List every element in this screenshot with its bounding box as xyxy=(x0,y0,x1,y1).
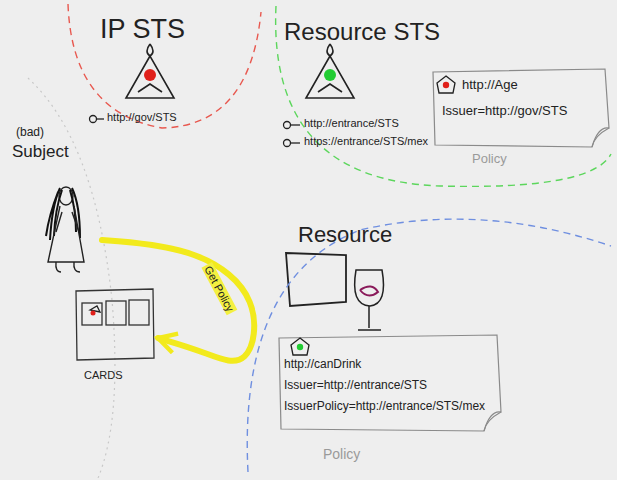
region-border xyxy=(247,219,611,472)
endpoint-url: https://entrance/STS/mex xyxy=(304,135,428,148)
policy-issuer: Issuer=http://gov/STS xyxy=(442,104,567,119)
region-border xyxy=(276,6,611,186)
note-curl xyxy=(592,128,609,147)
note-curl xyxy=(484,412,501,431)
claim-dot xyxy=(297,344,303,350)
issuer-policy: IssuerPolicy=http://entrance/STS/mex xyxy=(284,400,485,414)
region-title: Resource STS xyxy=(284,18,440,46)
trust-region: IP STS http://gov/STS xyxy=(62,4,267,136)
note-caption: Policy xyxy=(472,152,507,167)
sts-icon xyxy=(126,44,174,98)
person-figure xyxy=(46,187,84,272)
policy-note: http://canDrinkIssuer=http://entrance/ST… xyxy=(278,334,502,464)
store-label: CARDS xyxy=(84,369,123,382)
wine-glass xyxy=(355,270,384,330)
flow-arrow xyxy=(102,240,254,361)
note-border xyxy=(279,335,501,431)
policy-issuer: Issuer=http://entrance/STS xyxy=(284,379,427,393)
cards-symbol xyxy=(76,289,154,360)
claim-icon xyxy=(291,338,309,355)
endpoint-symbol xyxy=(90,116,105,123)
claim-dot xyxy=(443,82,449,88)
claim-type: http://canDrink xyxy=(284,358,361,372)
note-caption: Policy xyxy=(323,446,360,462)
actor-qualifier: (bad) xyxy=(16,126,44,140)
region-title: Resource xyxy=(298,222,392,247)
sts-icon xyxy=(306,44,354,98)
note-border xyxy=(433,69,609,147)
resource-picture xyxy=(286,253,346,306)
region-title: IP STS xyxy=(100,14,185,45)
trust-region: Resource http://canDrinkIssuer=http://ent… xyxy=(240,208,615,476)
policy-note: http://AgeIssuer=http://gov/STS Policy xyxy=(432,68,610,169)
subject-actor: (bad) Subject xyxy=(10,122,102,282)
card-store: CARDS xyxy=(72,287,158,387)
actor-name: Subject xyxy=(12,142,69,162)
region-border xyxy=(68,4,261,128)
claim-icon xyxy=(437,76,455,93)
claim-type: http://Age xyxy=(462,78,518,93)
trust-region: Resource STS http://entrance/STS https://e… xyxy=(270,4,615,192)
endpoint-symbol xyxy=(284,122,301,147)
endpoint-url: http://entrance/STS xyxy=(304,117,399,130)
endpoint-url: http://gov/STS xyxy=(107,111,177,124)
